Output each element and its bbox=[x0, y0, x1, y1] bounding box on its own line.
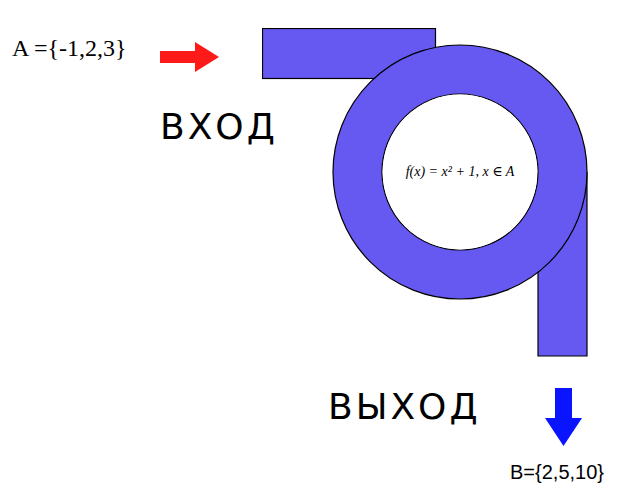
input-arrow bbox=[160, 42, 219, 72]
label-holder: B={2,5,10} bbox=[510, 461, 604, 484]
output-set-label: B={2,5,10} bbox=[510, 461, 604, 484]
input-set-label: A ={-1,2,3} bbox=[12, 35, 127, 62]
output-arrow bbox=[545, 388, 582, 446]
output-caption: ВЫХОД bbox=[328, 386, 481, 427]
pipe-node: f(x) = x² + 1, x ∈ A bbox=[262, 28, 589, 357]
function-formula: f(x) = x² + 1, x ∈ A bbox=[406, 164, 515, 181]
input-caption: ВХОД bbox=[160, 106, 278, 147]
pipe-shape bbox=[262, 28, 589, 357]
arrow-head bbox=[545, 418, 582, 446]
ring-band bbox=[333, 45, 587, 299]
label-holder: A ={-1,2,3} bbox=[12, 35, 127, 62]
arrow-shaft bbox=[160, 51, 196, 63]
ring-hole bbox=[383, 95, 538, 250]
arrow-shaft bbox=[555, 388, 572, 420]
label-holder: ВХОД bbox=[160, 106, 278, 147]
label-holder: ВЫХОД bbox=[328, 386, 481, 427]
arrow-head bbox=[195, 42, 219, 72]
